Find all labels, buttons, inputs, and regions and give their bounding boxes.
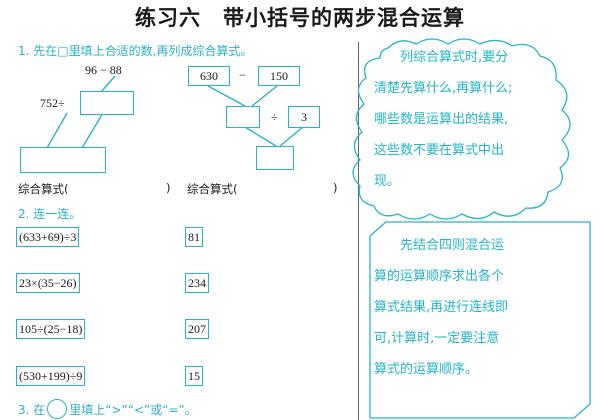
- minus-sign: −: [239, 68, 246, 82]
- number-box-150: 150: [258, 66, 300, 86]
- blank-circle-icon: [47, 399, 68, 419]
- tip-cloud-text: 列综合算式时,要分 清楚先算什么,再算什么; 哪些数是运算出的结果, 这些数不要…: [374, 50, 513, 189]
- divide-sign: ÷: [271, 110, 278, 124]
- answer-box-bottom-right[interactable]: [256, 146, 294, 170]
- formula-label-right: 综合算式(: [187, 182, 238, 196]
- answer-item[interactable]: 15: [185, 366, 203, 386]
- number-box-630: 630: [188, 66, 230, 86]
- expression-item[interactable]: (530+199)÷9: [16, 366, 86, 386]
- q3-prefix: 3. 在: [18, 402, 46, 417]
- answer-box-bottom-left[interactable]: [20, 147, 106, 173]
- q1-instruction: 1. 先在□里填上合适的数,再列成综合算式。: [18, 44, 253, 58]
- answer-item[interactable]: 234: [185, 273, 209, 293]
- answer-item[interactable]: 207: [185, 319, 209, 339]
- answer-box-middle-right[interactable]: [226, 106, 260, 128]
- answer-box-middle-left[interactable]: [80, 91, 134, 115]
- formula-close-left: ): [166, 181, 171, 195]
- answer-item[interactable]: 81: [185, 227, 203, 247]
- side-expression: 752÷: [40, 96, 65, 110]
- tip-frame-text: 先结合四则混合运 算的运算顺序求出各个 算式结果,再进行连线即 可,计算时,一定…: [374, 238, 509, 377]
- formula-close-right: ): [333, 181, 338, 195]
- expression-item[interactable]: (633+69)÷3: [16, 227, 80, 247]
- column-divider: [358, 42, 359, 420]
- page-title: 练习六 带小括号的两步混合运算: [135, 6, 465, 30]
- number-box-3: 3: [288, 106, 320, 128]
- expression-item[interactable]: 105÷(25−18): [16, 319, 86, 339]
- formula-label-left: 综合算式(: [18, 182, 69, 196]
- top-expression: 96 − 88: [85, 63, 122, 77]
- q2-instruction: 2. 连一连。: [18, 207, 82, 221]
- q3-suffix: 里填上“>”“<”或“=”。: [69, 402, 197, 417]
- expression-item[interactable]: 23×(35−26): [16, 273, 80, 293]
